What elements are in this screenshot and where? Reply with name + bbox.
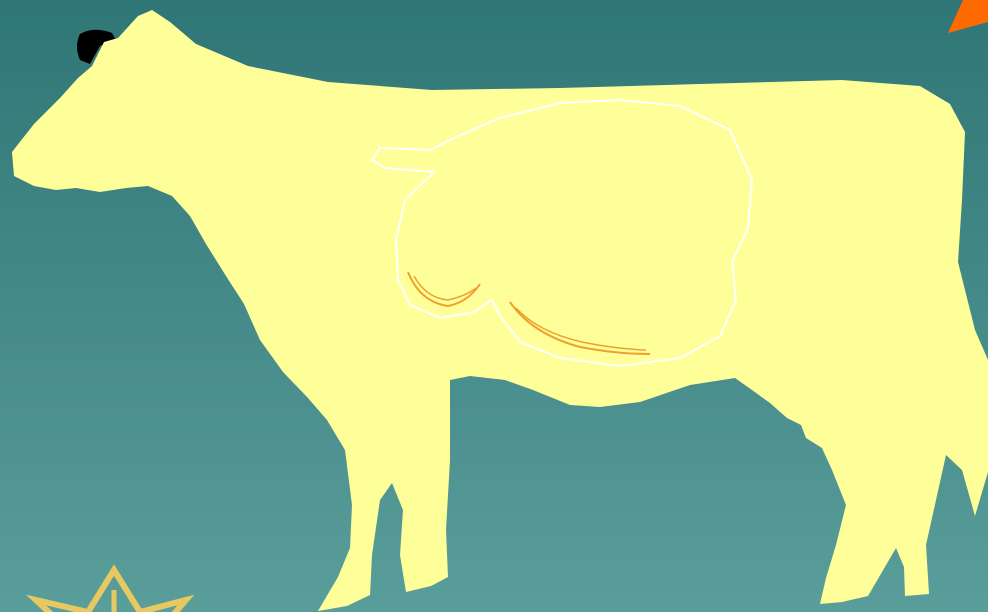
cow-diagram: [0, 0, 988, 612]
slide-canvas: [0, 0, 988, 612]
